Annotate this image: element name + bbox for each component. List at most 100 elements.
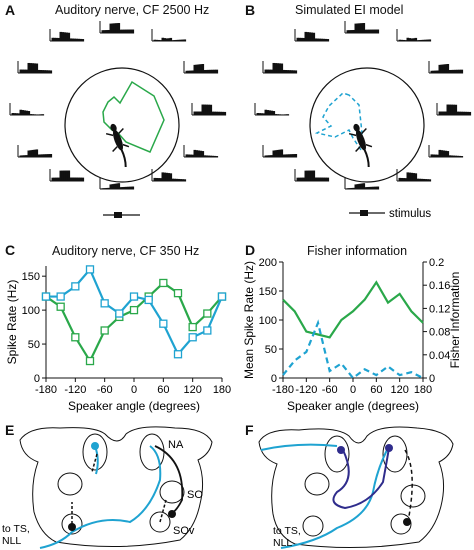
neuron-na-left — [91, 442, 99, 450]
data-point — [173, 350, 183, 359]
data-point — [129, 305, 139, 315]
neuron-sov-left — [68, 523, 76, 531]
y-tick-label: 200 — [259, 257, 277, 269]
pathway-dashed-e — [71, 453, 167, 524]
data-point — [203, 326, 212, 335]
y-tick-label: 0 — [271, 373, 277, 385]
x-tick-label: 120 — [390, 384, 408, 396]
y-axis-label: Spike Rate (Hz) — [5, 280, 19, 365]
nucleus-right-sov — [390, 513, 412, 535]
data-point — [188, 333, 197, 342]
nucleus-right-sov — [149, 511, 171, 533]
speaker-circle — [309, 67, 425, 183]
y-tick-label: 0 — [34, 373, 40, 385]
panel-label-b: B — [245, 2, 256, 18]
speaker-circle — [64, 67, 180, 183]
data-point — [129, 292, 139, 301]
y-tick-label: 150 — [22, 271, 40, 283]
brainstem-diagram-f: to TS, NLL — [258, 426, 454, 549]
psth-histogram — [428, 61, 464, 74]
nucleus-left-so — [57, 472, 83, 496]
y-tick-label: 50 — [265, 344, 277, 356]
polar-plot-a — [9, 21, 227, 218]
panel-a: A Auditory nerve, CF 2500 Hz — [0, 0, 237, 225]
x-tick-label: 180 — [414, 384, 432, 396]
psth-histogram — [99, 21, 135, 34]
data-point — [217, 292, 227, 301]
x-axis-label: Speaker angle (degrees) — [68, 399, 200, 413]
label-outflow-2: NLL — [2, 535, 21, 547]
x-axis-label: Speaker angle (degrees) — [287, 399, 419, 413]
data-point — [144, 295, 153, 305]
polar-plot-b: stimulus — [254, 21, 472, 220]
stimulus-bar-a — [103, 212, 140, 218]
x-tick-label: -120 — [295, 384, 317, 396]
nucleus-left-so — [304, 472, 330, 496]
y-tick-label: 50 — [28, 339, 40, 351]
data-point — [85, 356, 95, 366]
x-tick-label: 180 — [213, 384, 231, 396]
psth-histogram — [396, 169, 432, 182]
x-tick-label: 60 — [370, 384, 382, 396]
data-point — [159, 278, 168, 288]
label-outflow-1: to TS, — [2, 523, 30, 535]
panel-e: E NA SO SOv to TS, NLL — [0, 420, 237, 550]
tuning-curve-b — [314, 92, 365, 152]
y2-axis-label: Fisher Information — [448, 272, 462, 369]
psth-histogram — [262, 61, 298, 74]
label-outflow-1: to TS, — [273, 525, 301, 537]
brainstem-diagram-e: NA SO SOv to TS, NLL — [2, 426, 213, 549]
y2-tick-label: 0 — [429, 373, 435, 385]
data-point — [159, 319, 168, 328]
stimulus-bar-b — [349, 210, 385, 216]
neuron-so-right — [403, 518, 411, 526]
label-na: NA — [168, 439, 184, 451]
x-tick-label: -180 — [35, 384, 57, 396]
y2-tick-label: 0.08 — [429, 327, 450, 339]
y2-tick-label: 0.12 — [429, 303, 450, 315]
panel-label-d: D — [245, 242, 256, 258]
psth-histograms-b — [254, 21, 472, 190]
gecko-icon — [105, 123, 130, 168]
psth-histogram — [191, 103, 227, 116]
pathway-navy-f — [332, 447, 390, 510]
y-tick-label: 150 — [259, 286, 277, 298]
brainstem-outline — [19, 426, 213, 548]
psth-histogram — [9, 103, 45, 116]
psth-histogram — [49, 169, 85, 182]
panel-label-c: C — [5, 242, 16, 258]
data-point — [100, 326, 109, 335]
data-point — [115, 309, 124, 318]
psth-histogram — [294, 169, 330, 182]
pathway-cyan-e — [39, 445, 162, 549]
x-tick-label: -60 — [97, 384, 113, 396]
x-tick-label: 120 — [183, 384, 201, 396]
panel-title-b: Simulated EI model — [295, 3, 404, 17]
pathway-dashed-f — [404, 449, 413, 517]
neuron-na-left — [337, 446, 345, 454]
stimulus-label: stimulus — [389, 208, 431, 220]
panel-f: F to TS, NLL — [237, 420, 474, 550]
nucleus-right-na — [382, 435, 408, 473]
x-tick-label: 0 — [350, 384, 356, 396]
data-point — [203, 309, 212, 318]
panel-b: B Simulated EI model stimulus — [237, 0, 474, 225]
x-tick-label: 0 — [131, 384, 137, 396]
y2-tick-label: 0.2 — [429, 257, 444, 269]
x-tick-label: -180 — [272, 384, 294, 396]
y2-tick-label: 0.16 — [429, 280, 450, 292]
panel-label-a: A — [5, 2, 16, 18]
panel-label-f: F — [245, 422, 254, 438]
data-point — [71, 282, 80, 291]
x-tick-label: -120 — [64, 384, 86, 396]
nucleus-left-na — [82, 433, 108, 471]
panel-label-e: E — [5, 422, 15, 438]
y2-tick-label: 0.04 — [429, 350, 450, 362]
label-so: SO — [187, 489, 203, 501]
gecko-icon — [348, 123, 373, 168]
panel-title-d: Fisher information — [307, 244, 408, 258]
